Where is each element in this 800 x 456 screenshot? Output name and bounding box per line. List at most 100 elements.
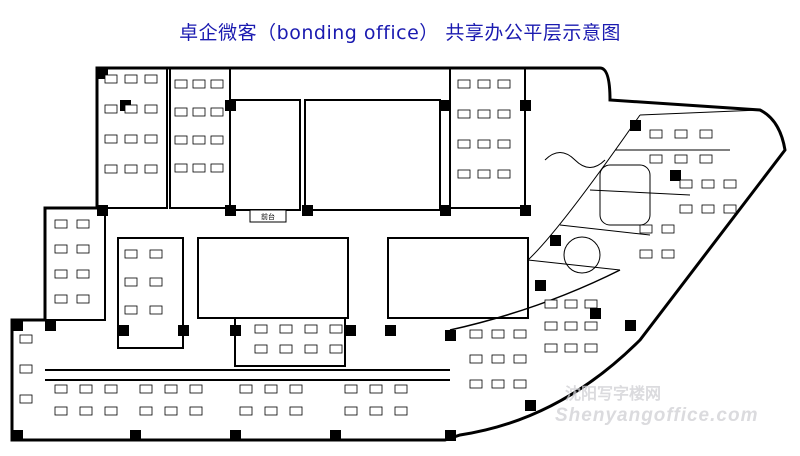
desk	[394, 406, 408, 416]
desk	[497, 79, 511, 89]
elevator-core-right	[387, 237, 529, 319]
desk	[104, 164, 118, 174]
desk	[723, 204, 737, 214]
desk	[210, 135, 224, 145]
desk	[139, 406, 153, 416]
structural-column	[45, 320, 56, 331]
desk	[139, 384, 153, 394]
structural-column	[630, 120, 641, 131]
desk	[491, 354, 505, 364]
desk	[457, 79, 471, 89]
room-center-2	[234, 317, 346, 367]
desk	[639, 249, 653, 259]
desk	[513, 379, 527, 389]
desk	[210, 107, 224, 117]
desk	[144, 164, 158, 174]
desk	[679, 204, 693, 214]
desk	[674, 154, 688, 164]
desk	[497, 139, 511, 149]
desk	[79, 406, 93, 416]
desk	[104, 74, 118, 84]
desk	[264, 406, 278, 416]
page-title: 卓企微客（bonding office） 共享办公平层示意图	[179, 22, 621, 44]
desk	[76, 269, 90, 279]
desk	[513, 329, 527, 339]
desk	[210, 163, 224, 173]
desk	[649, 154, 663, 164]
desk	[369, 406, 383, 416]
desk	[174, 135, 188, 145]
desk	[564, 321, 578, 331]
structural-column	[12, 320, 23, 331]
desk	[144, 74, 158, 84]
desk	[19, 364, 33, 374]
desk	[124, 134, 138, 144]
desk	[701, 204, 715, 214]
structural-column	[225, 100, 236, 111]
desk	[279, 324, 293, 334]
watermark-text-url: Shenyangoffice.com	[555, 405, 759, 426]
structural-column	[118, 325, 129, 336]
desk	[124, 74, 138, 84]
desk	[76, 219, 90, 229]
structural-column	[97, 205, 108, 216]
desk	[189, 406, 203, 416]
radial-walls	[527, 109, 761, 271]
desk	[701, 179, 715, 189]
desk	[477, 109, 491, 119]
desk	[174, 107, 188, 117]
desk	[124, 249, 138, 259]
desk	[394, 384, 408, 394]
desk	[469, 354, 483, 364]
desk	[104, 384, 118, 394]
desk	[192, 79, 206, 89]
desk	[210, 79, 224, 89]
desk	[344, 384, 358, 394]
core-stair-left	[197, 237, 349, 319]
structural-column	[520, 205, 531, 216]
desk	[344, 406, 358, 416]
desk	[699, 154, 713, 164]
desk	[369, 384, 383, 394]
desk	[639, 224, 653, 234]
desk	[544, 343, 558, 353]
reception: 前台	[249, 209, 287, 223]
structural-column	[12, 430, 23, 441]
structural-column	[440, 205, 451, 216]
desk	[329, 344, 343, 354]
desk	[649, 129, 663, 139]
desk	[723, 179, 737, 189]
desk	[54, 294, 68, 304]
structural-column	[302, 205, 313, 216]
structural-column	[440, 100, 451, 111]
desk	[149, 277, 163, 287]
desk	[491, 379, 505, 389]
desk	[239, 384, 253, 394]
desk	[254, 344, 268, 354]
desk	[477, 79, 491, 89]
structural-column	[97, 68, 108, 79]
curved-facade	[449, 269, 621, 331]
desk	[54, 406, 68, 416]
desk	[192, 163, 206, 173]
desk	[76, 244, 90, 254]
desk	[544, 299, 558, 309]
desk	[469, 379, 483, 389]
desk	[477, 169, 491, 179]
desk	[497, 169, 511, 179]
room-label-reception: 前台	[261, 212, 275, 221]
desk	[189, 384, 203, 394]
desk	[144, 104, 158, 114]
desk	[124, 104, 138, 114]
desk	[457, 109, 471, 119]
structural-column	[345, 325, 356, 336]
desk	[497, 109, 511, 119]
structural-column	[225, 205, 236, 216]
structural-column	[550, 235, 561, 246]
watermark-text-cn: 沈阳写字楼网	[565, 384, 662, 403]
lounge-area	[544, 152, 651, 274]
desk	[149, 249, 163, 259]
desk	[79, 384, 93, 394]
desk	[304, 344, 318, 354]
